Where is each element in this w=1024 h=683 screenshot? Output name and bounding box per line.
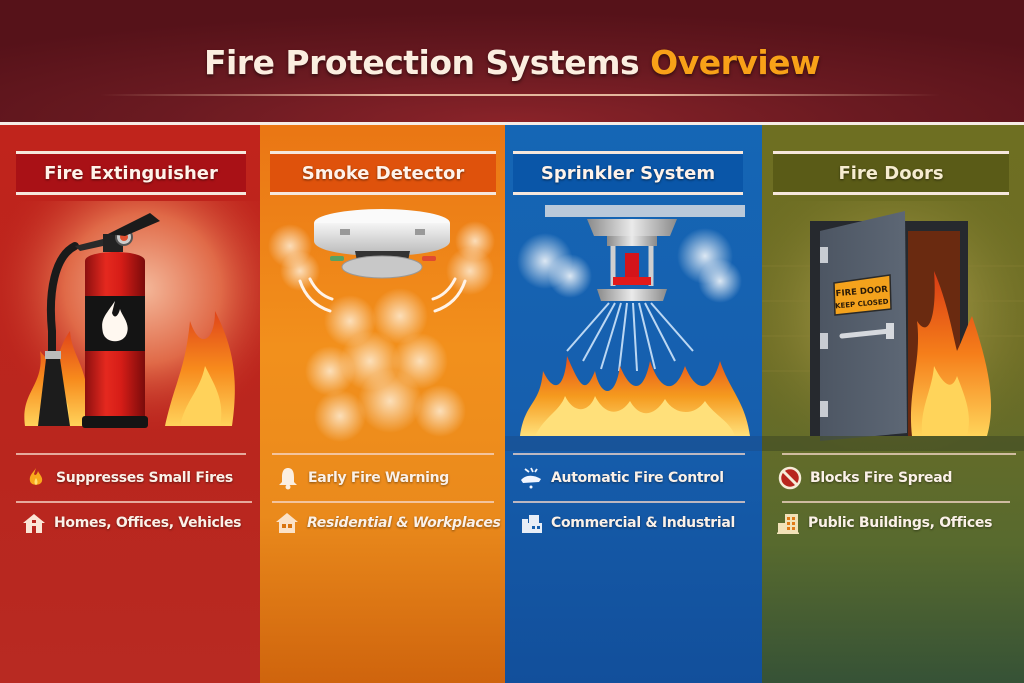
divider: [272, 453, 494, 455]
sprinkler-head: [587, 219, 677, 301]
flames-right: [165, 311, 235, 426]
floor: [762, 436, 1024, 451]
smoke-cloud: [268, 221, 495, 442]
fire-door-graphic: FIRE DOOR KEEP CLOSED: [762, 201, 1024, 451]
feature-label: Commercial & Industrial: [551, 515, 736, 531]
feature-item: Blocks Fire Spread: [778, 466, 952, 490]
feature-item: Commercial & Industrial: [519, 511, 735, 535]
divider: [16, 501, 252, 503]
divider: [782, 453, 1016, 455]
alarm-sound-waves: [298, 277, 467, 313]
door-hinges: [820, 247, 828, 417]
water-spray: [566, 302, 694, 372]
hose-collar: [45, 351, 61, 359]
feature-label: Blocks Fire Spread: [810, 470, 953, 486]
panel-sprinkler-system: Sprinkler System: [505, 125, 762, 683]
nozzle-horn: [38, 359, 70, 426]
floor: [505, 436, 762, 451]
no-entry-icon: [778, 466, 802, 490]
feature-item: Automatic Fire Control: [519, 466, 724, 490]
flame-icon: [24, 466, 48, 490]
title-underline: [100, 94, 940, 96]
brick-lines: [762, 265, 1024, 372]
feature-item: Suppresses Small Fires: [24, 466, 233, 490]
feature-label: Homes, Offices, Vehicles: [54, 515, 242, 531]
smoke-detector-graphic: [268, 209, 495, 442]
feature-label: Public Buildings, Offices: [808, 515, 993, 531]
fire-door-illustration: FIRE DOOR KEEP CLOSED: [762, 201, 1024, 451]
bell-icon: [276, 466, 300, 490]
divider: [16, 453, 246, 455]
fire-door-panel: [820, 211, 907, 441]
divider: [513, 453, 745, 455]
feature-item: Homes, Offices, Vehicles: [22, 511, 242, 535]
flame-symbol: [102, 301, 128, 342]
door-handle: [886, 323, 894, 339]
flames: [910, 271, 992, 436]
flames: [520, 356, 750, 436]
feature-item: Residential & Workplaces: [275, 511, 501, 535]
panel-title: Smoke Detector: [270, 151, 496, 195]
house-icon: [22, 511, 46, 535]
feature-label: Automatic Fire Control: [551, 470, 724, 486]
divider: [272, 501, 494, 503]
mist-clouds: [517, 228, 742, 303]
smoke-detector-illustration: [260, 201, 505, 451]
door-push-bar: [839, 328, 893, 339]
title-accent: Overview: [650, 43, 821, 82]
page-title: Fire Protection Systems Overview: [0, 43, 1024, 82]
feature-item: Early Fire Warning: [276, 466, 449, 490]
office-building-icon: [776, 511, 800, 535]
divider: [782, 501, 1010, 503]
handle-lever: [108, 213, 160, 236]
panel-title: Fire Extinguisher: [16, 151, 246, 195]
fire-door-sign: FIRE DOOR KEEP CLOSED: [833, 274, 892, 316]
fire-extinguisher-graphic: [0, 201, 260, 451]
feature-label: Early Fire Warning: [308, 470, 449, 486]
feature-label: Suppresses Small Fires: [56, 470, 233, 486]
panel-smoke-detector: Smoke Detector: [260, 125, 505, 683]
panel-title: Fire Doors: [773, 151, 1009, 195]
title-main: Fire Protection Systems: [203, 43, 640, 82]
factory-icon: [519, 511, 543, 535]
smoke-detector: [314, 209, 450, 279]
hose: [46, 242, 79, 363]
panel-fire-extinguisher: Fire Extinguisher: [0, 125, 260, 683]
panel-fire-doors: Fire Doors: [762, 125, 1024, 683]
header-divider: [0, 122, 1024, 125]
house-icon: [275, 511, 299, 535]
sprinkler-illustration: [505, 201, 762, 451]
sign-line-1: FIRE DOOR: [835, 285, 888, 300]
sprinkler-graphic: [505, 205, 762, 451]
ceiling-pipe: [545, 205, 745, 217]
feature-label: Residential & Workplaces: [307, 515, 501, 531]
tank-base: [82, 416, 148, 428]
panel-title: Sprinkler System: [513, 151, 743, 195]
sprinkler-icon: [519, 466, 543, 490]
divider: [513, 501, 745, 503]
feature-item: Public Buildings, Offices: [776, 511, 992, 535]
header-banner: Fire Protection Systems Overview: [0, 0, 1024, 122]
fire-extinguisher-illustration: [0, 201, 260, 451]
